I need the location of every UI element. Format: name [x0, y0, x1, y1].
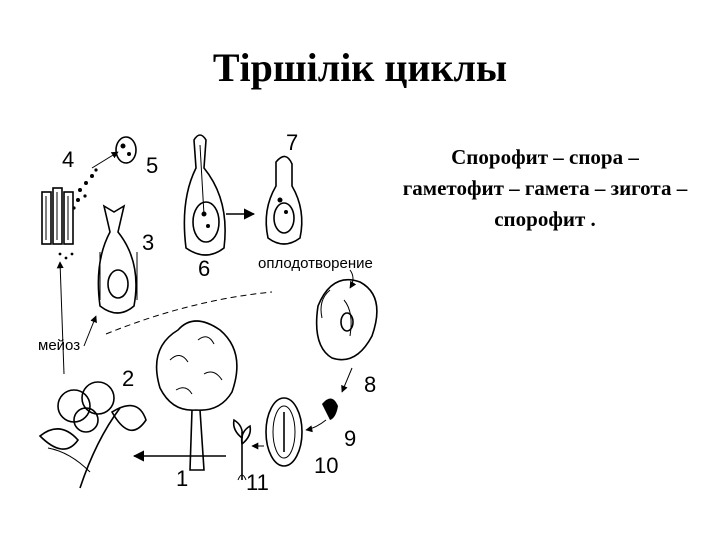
label-5: 5 — [146, 153, 158, 178]
arrow-9-to-10 — [305, 419, 327, 433]
arrow-4-to-5 — [91, 151, 119, 169]
life-cycle-caption: Спорофит – спора – гаметофит – гамета – … — [402, 145, 688, 231]
seed-illustration — [322, 398, 338, 420]
arrow-2-to-3 — [83, 315, 97, 347]
label-3: 3 — [142, 230, 154, 255]
flowering-branch-illustration — [38, 381, 147, 489]
arrow-7-to-fruit — [349, 269, 357, 289]
label-10: 10 — [314, 453, 338, 478]
seedling-illustration — [232, 418, 252, 481]
pollen-grain-illustration — [115, 136, 137, 164]
slide-title: Тіршілік циклы — [212, 45, 508, 90]
label-7: 7 — [286, 130, 298, 155]
pistil-illustration — [97, 204, 138, 314]
label-6: 6 — [198, 256, 210, 281]
tree-illustration — [155, 320, 238, 471]
label-2: 2 — [122, 366, 134, 391]
label-meiosis: мейоз — [38, 337, 80, 354]
dashed-connector — [105, 291, 273, 335]
label-fertilization: оплодотворение — [258, 255, 373, 272]
label-4: 4 — [62, 147, 74, 172]
fruit-illustration — [315, 278, 378, 361]
label-1: 1 — [176, 466, 188, 491]
seed-section-illustration — [265, 397, 303, 467]
arrow-2-to-4-meiosis — [56, 261, 65, 375]
label-11: 11 — [246, 470, 269, 495]
pollen-tube-illustration — [183, 134, 226, 256]
label-9: 9 — [344, 426, 356, 451]
fertilization-illustration — [265, 155, 303, 245]
arrow-fruit-to-8 — [341, 367, 353, 393]
stamen-illustration — [41, 168, 98, 260]
label-8: 8 — [364, 372, 376, 397]
